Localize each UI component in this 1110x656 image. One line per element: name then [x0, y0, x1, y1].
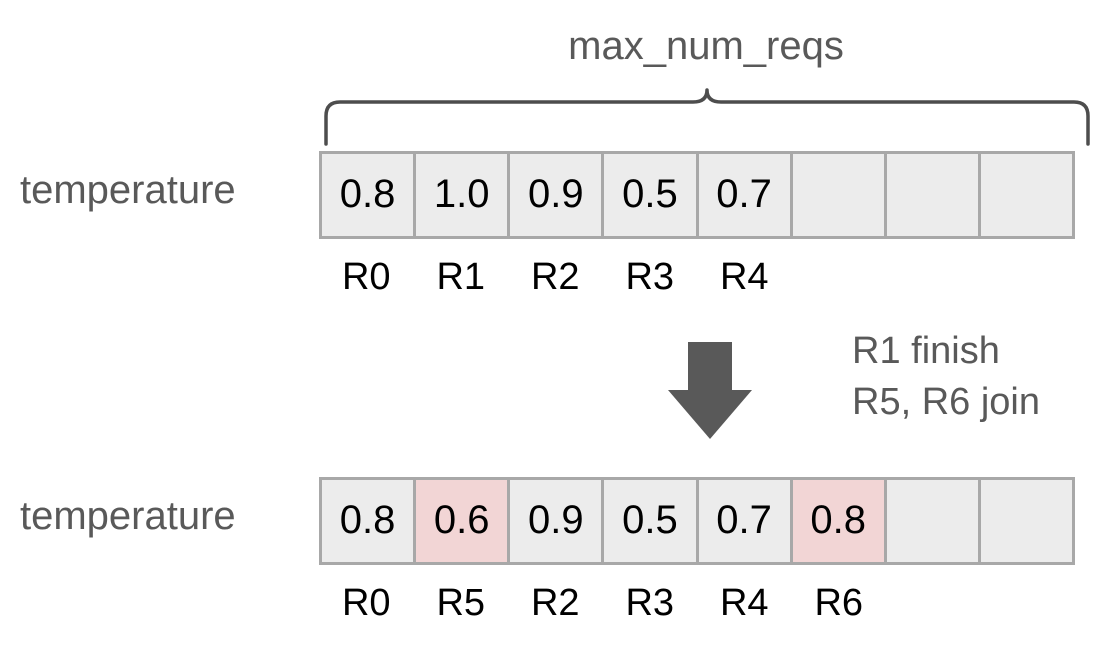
buffer-slot: 0.5 [604, 480, 699, 562]
down-arrow-icon [668, 342, 752, 439]
request-id-label: R2 [530, 582, 580, 624]
buffer-slot-empty [886, 480, 981, 562]
buffer-slot: 0.6 [416, 480, 511, 562]
request-id-label: R4 [719, 256, 769, 298]
buffer-slot: 0.9 [510, 480, 605, 562]
request-id-label: R1 [436, 256, 486, 298]
row-label-temperature-after: temperature [20, 494, 236, 538]
buffer-slot-empty [980, 480, 1072, 562]
buffer-slot: 0.7 [698, 154, 793, 236]
request-id-row-before: R0 R1 R2 R3 R4 [319, 255, 1075, 299]
buffer-slot: 0.5 [604, 154, 699, 236]
request-id-label: R5 [436, 582, 486, 624]
request-id-label: R0 [341, 582, 391, 624]
request-id-blank [981, 581, 1076, 625]
buffer-slot: 0.8 [322, 154, 417, 236]
request-id-label: R2 [530, 256, 580, 298]
buffer-slot-empty [886, 154, 981, 236]
request-id-blank [981, 255, 1076, 299]
row-label-temperature-before: temperature [20, 168, 236, 212]
page-title: max_num_reqs [568, 24, 844, 68]
buffer-slot: 0.7 [698, 480, 793, 562]
request-id-row-after: R0 R5 R2 R3 R4 R6 [319, 581, 1075, 625]
request-id-blank [886, 255, 981, 299]
transition-annotation: R1 finish R5, R6 join [852, 326, 1102, 429]
max-num-reqs-brace [324, 88, 1090, 146]
request-id-label: R3 [625, 256, 675, 298]
request-id-blank [792, 255, 887, 299]
buffer-slot: 0.9 [510, 154, 605, 236]
buffer-slot: 1.0 [416, 154, 511, 236]
buffer-slot-empty [980, 154, 1072, 236]
transition-line-1: R1 finish [852, 330, 1000, 372]
buffer-slot-empty [792, 154, 887, 236]
buffer-slot: 0.8 [322, 480, 417, 562]
buffer-slot: 0.8 [792, 480, 887, 562]
request-id-blank [886, 581, 981, 625]
request-id-label: R6 [814, 582, 864, 624]
request-id-label: R4 [719, 582, 769, 624]
request-id-label: R3 [625, 582, 675, 624]
request-id-label: R0 [341, 256, 391, 298]
transition-line-2: R5, R6 join [852, 381, 1040, 424]
